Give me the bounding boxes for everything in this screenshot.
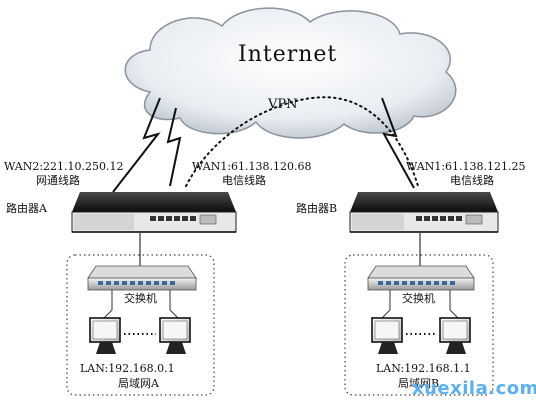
lan-b-cables: [381, 290, 459, 319]
switch-b: [367, 265, 475, 291]
computer-icon: [371, 317, 403, 354]
lightning-icon: [381, 97, 415, 189]
wan1-isp-b: 电信线路: [450, 174, 494, 187]
lan-a-name: 局域网A: [118, 377, 159, 390]
internet-cloud: [124, 7, 457, 139]
wan1-address-a: WAN1:61.138.120.68: [192, 160, 312, 173]
computer-icon: [439, 317, 471, 354]
wan2-address-a: WAN2:221.10.250.12: [4, 160, 124, 173]
lan-a-cables: [103, 290, 179, 319]
wan1-isp-a: 电信线路: [222, 174, 266, 187]
router-b: [349, 192, 499, 233]
router-b-label: 路由器B: [296, 202, 338, 215]
wan2-isp-a: 网通线路: [36, 174, 80, 187]
switch-a-label: 交换机: [124, 292, 157, 305]
lightning-icon: [166, 107, 182, 187]
lan-b-boundary: [344, 254, 494, 396]
wan1-address-b: WAN1:61.138.121.25: [406, 160, 526, 173]
router-a-label: 路由器A: [6, 202, 47, 215]
switch-a: [87, 265, 197, 291]
vpn-label: VPN: [268, 97, 298, 112]
computer-icon: [159, 317, 191, 354]
lan-b-address: LAN:192.168.1.1: [376, 362, 471, 375]
vpn-tunnel-line: [185, 96, 419, 187]
lightning-icon: [112, 97, 161, 193]
lan-a-address: LAN:192.168.0.1: [80, 362, 175, 375]
wan-link-bolts: [112, 97, 415, 193]
computer-icon: [89, 317, 121, 354]
lan-b-name: 局域网B: [398, 377, 440, 390]
watermark-text: xuexila.com: [412, 378, 536, 399]
switch-b-label: 交换机: [402, 292, 435, 305]
router-a: [71, 192, 237, 233]
internet-label: Internet: [238, 42, 338, 67]
